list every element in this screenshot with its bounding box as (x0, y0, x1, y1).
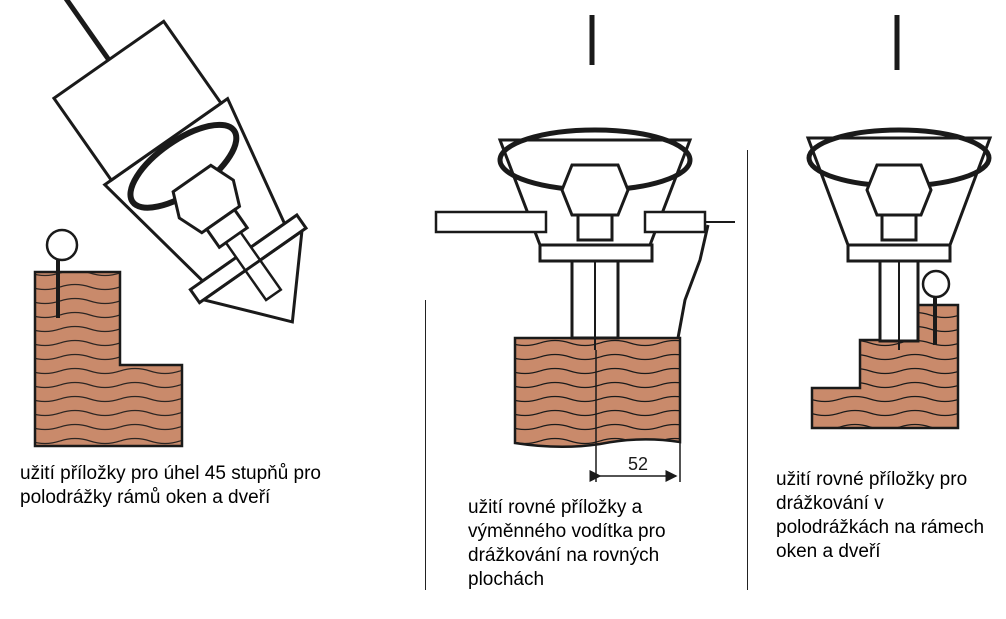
dimension-label: 52 (628, 454, 648, 474)
workpiece-2 (513, 336, 682, 448)
panel-2-illustration: 52 (434, 15, 735, 482)
panel-1-illustration (33, 0, 309, 448)
router-2 (497, 127, 693, 350)
stop-pin-1 (45, 228, 79, 318)
router-3 (805, 127, 993, 350)
workpiece-1 (33, 270, 184, 448)
stop-pin-3 (921, 269, 951, 345)
divider-left (425, 300, 426, 590)
caption-panel-1: užití příložky pro úhel 45 stupňů pro po… (20, 463, 322, 508)
panel-3-illustration (805, 15, 993, 430)
caption-panel-2: užití rovné příložky a výměnného vodítka… (468, 497, 666, 590)
angled-router (51, 0, 309, 324)
caption-panel-3: užití rovné příložky pro drážkování v po… (776, 469, 985, 562)
guide-rods-2 (434, 210, 735, 339)
dimension-52: 52 (589, 350, 681, 482)
divider-right (747, 150, 748, 590)
